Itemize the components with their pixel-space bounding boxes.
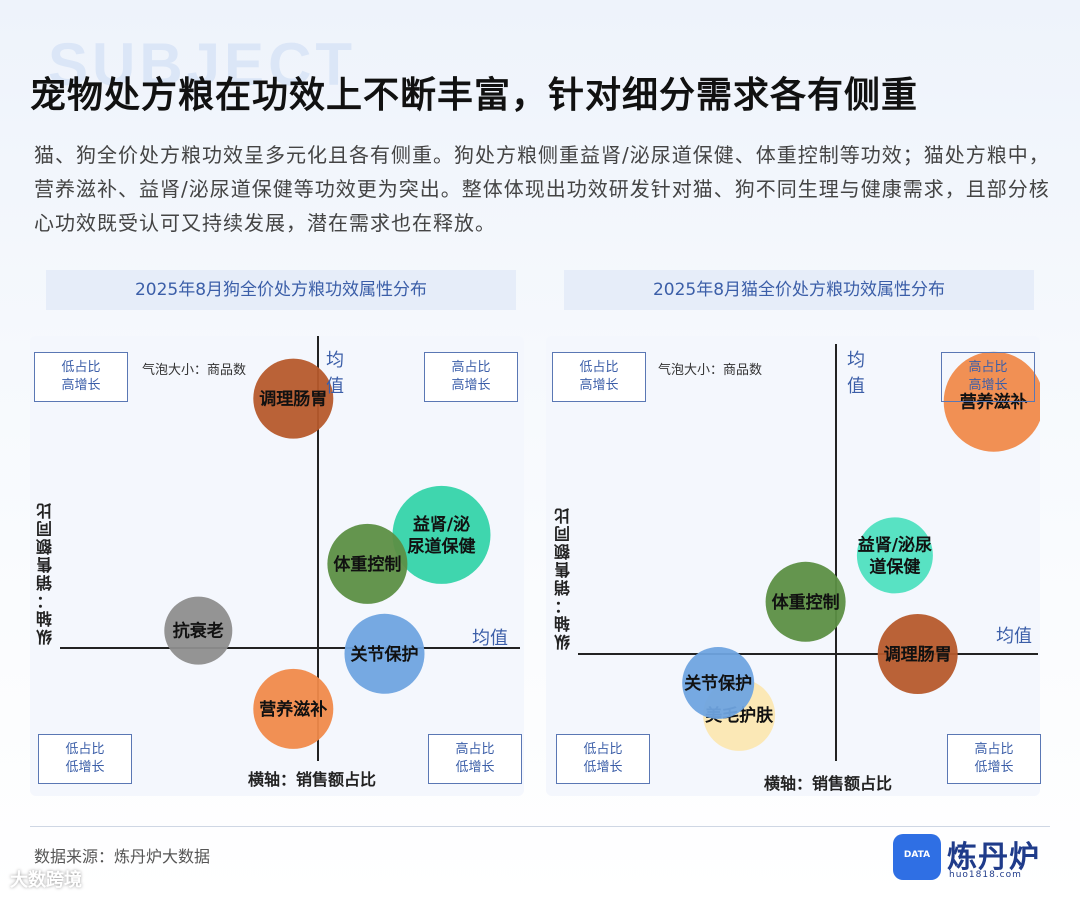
quadrant-top-left: 低占比 高增长 bbox=[552, 352, 646, 402]
dog-chart-panel: 调理肠胃益肾/泌尿道保健体重控制抗衰老关节保护营养滋补 低占比 高增长 高占比 … bbox=[30, 336, 524, 796]
quadrant-top-right: 高占比 高增长 bbox=[941, 352, 1035, 402]
quadrant-label: 高增长 bbox=[579, 378, 619, 393]
bubble-label: 体重控制 bbox=[772, 592, 840, 613]
quadrant-label: 低增长 bbox=[65, 760, 105, 775]
logo-url: huo1818.com bbox=[949, 870, 1022, 880]
bubble-size-note: 气泡大小：商品数 bbox=[142, 363, 247, 378]
bubble-label: 益肾/泌 bbox=[413, 514, 470, 535]
quadrant-label: 低占比 bbox=[579, 360, 619, 375]
bubble: 调理肠胃 bbox=[877, 614, 958, 694]
quadrant-bottom-left: 低占比 低增长 bbox=[556, 734, 650, 784]
x-average-label: 均值 bbox=[472, 628, 508, 649]
bubble: 益肾/泌尿道保健 bbox=[856, 517, 933, 594]
bubble-label: 营养滋补 bbox=[960, 392, 1028, 413]
bubble-circle bbox=[253, 668, 334, 749]
quadrant-bottom-right: 高占比 低增长 bbox=[947, 734, 1041, 784]
bubble-label: 道保健 bbox=[869, 556, 920, 577]
quadrant-bottom-right: 高占比 低增长 bbox=[428, 734, 522, 784]
quadrant-label: 低增长 bbox=[974, 760, 1014, 775]
page-title: 宠物处方粮在功效上不断丰富，针对细分需求各有侧重 bbox=[30, 75, 919, 116]
logo-icon: DATA bbox=[893, 834, 941, 880]
bubble-label: 体重控制 bbox=[333, 554, 401, 575]
bubble: 调理肠胃 bbox=[253, 358, 334, 439]
page-subtitle: 猫、狗全价处方粮功效呈多元化且各有侧重。狗处方粮侧重益肾/泌尿道保健、体重控制等… bbox=[34, 143, 1050, 235]
quadrant-label: 高增长 bbox=[968, 378, 1008, 393]
y-average-char: 值 bbox=[326, 376, 344, 397]
bubble-circle bbox=[392, 485, 491, 584]
bubble-label: 调理肠胃 bbox=[884, 645, 952, 665]
bubble: 体重控制 bbox=[765, 561, 846, 642]
y-average-label: 均 值 bbox=[846, 348, 866, 400]
bubble-label: 抗衰老 bbox=[173, 621, 224, 642]
bubble-circle bbox=[327, 523, 408, 604]
data-source: 数据来源：炼丹炉大数据 bbox=[34, 847, 211, 866]
cat-chart-panel: 营养滋补益肾/泌尿道保健体重控制调理肠胃美毛护肤关节保护 低占比 高增长 高占比… bbox=[546, 336, 1041, 796]
quadrant-bottom-left: 低占比 低增长 bbox=[38, 734, 132, 784]
bubble: 关节保护 bbox=[344, 613, 425, 694]
bubble: 营养滋补 bbox=[253, 668, 334, 749]
corner-watermark: 大数跨境 bbox=[10, 870, 82, 891]
y-axis-label: 纵轴：销售额同比 bbox=[36, 501, 55, 645]
y-axis-label: 纵轴：销售额同比 bbox=[554, 506, 573, 650]
quadrant-label: 低增长 bbox=[455, 760, 495, 775]
bubble-label: 营养滋补 bbox=[259, 699, 327, 720]
quadrant-label: 高增长 bbox=[61, 378, 101, 393]
bubble-circle bbox=[856, 517, 933, 594]
bubble: 体重控制 bbox=[327, 523, 408, 604]
quadrant-label: 高占比 bbox=[451, 360, 491, 375]
bubble-label: 关节保护 bbox=[684, 673, 752, 694]
logo-text: 炼丹炉 bbox=[947, 840, 1040, 875]
quadrant-label: 高占比 bbox=[455, 742, 495, 757]
bubble-circle bbox=[682, 647, 755, 719]
bubble: 益肾/泌尿道保健 bbox=[392, 485, 491, 584]
bubble-size-note: 气泡大小：商品数 bbox=[658, 363, 763, 378]
y-average-char: 值 bbox=[847, 376, 865, 397]
x-axis-label: 横轴：销售额占比 bbox=[764, 774, 893, 793]
bubble-label: 益肾/泌尿 bbox=[858, 534, 932, 555]
bubble-circle bbox=[877, 614, 958, 694]
y-average-label: 均 值 bbox=[325, 348, 345, 400]
background-watermark: SUBJECT bbox=[48, 31, 357, 98]
logo-icon-text: DATA bbox=[903, 850, 931, 860]
y-average-char: 均 bbox=[326, 350, 344, 371]
quadrant-label: 高占比 bbox=[974, 742, 1014, 757]
quadrant-label: 高占比 bbox=[968, 360, 1008, 375]
bubble-label: 尿道保健 bbox=[408, 536, 476, 557]
quadrant-label: 低占比 bbox=[61, 360, 101, 375]
x-average-label: 均值 bbox=[996, 626, 1032, 647]
bubble-circle bbox=[344, 613, 425, 694]
quadrant-label: 高增长 bbox=[451, 378, 491, 393]
quadrant-label: 低增长 bbox=[583, 760, 623, 775]
quadrant-top-right: 高占比 高增长 bbox=[424, 352, 518, 402]
dog-chart-title: 2025年8月狗全价处方粮功效属性分布 bbox=[46, 270, 516, 310]
bubble: 关节保护 bbox=[682, 647, 755, 719]
bubble-circle bbox=[765, 561, 846, 642]
bubble: 抗衰老 bbox=[164, 596, 233, 665]
quadrant-label: 低占比 bbox=[583, 742, 623, 757]
bubble-label: 调理肠胃 bbox=[259, 390, 327, 410]
cat-chart-title: 2025年8月猫全价处方粮功效属性分布 bbox=[564, 270, 1034, 310]
bubble-circle bbox=[253, 358, 334, 439]
quadrant-label: 低占比 bbox=[65, 742, 105, 757]
x-axis-label: 横轴：销售额占比 bbox=[248, 770, 377, 789]
footer-divider bbox=[30, 826, 1050, 827]
bubble-circle bbox=[164, 596, 233, 665]
y-average-char: 均 bbox=[847, 350, 865, 371]
quadrant-top-left: 低占比 高增长 bbox=[34, 352, 128, 402]
bubble-label: 关节保护 bbox=[351, 644, 419, 665]
brand-logo: DATA 炼丹炉 huo1818.com bbox=[893, 832, 1048, 884]
